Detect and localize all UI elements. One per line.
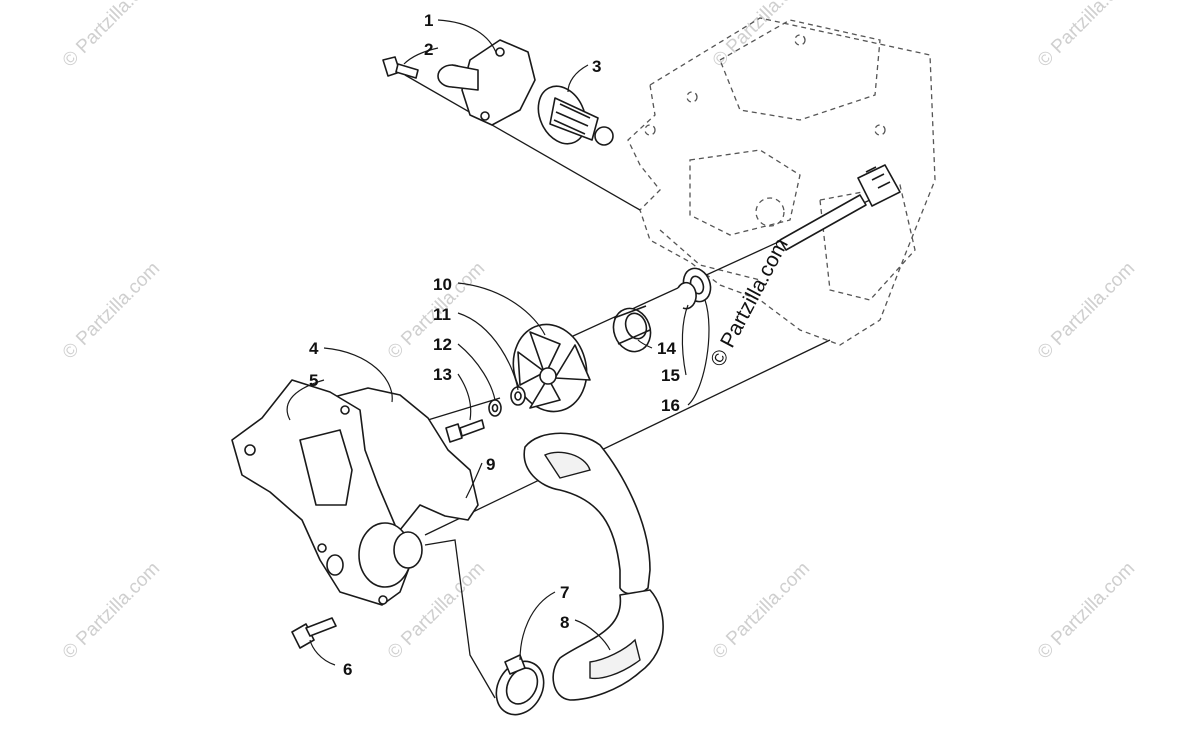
part-15-circlip <box>677 281 697 310</box>
callout-11: 11 <box>433 305 451 324</box>
part-7-hose-clamp <box>495 654 545 716</box>
callout-12: 12 <box>433 335 452 354</box>
part-10-impeller <box>512 323 591 413</box>
part-6-bolt <box>291 617 337 649</box>
watermark-layer: © Partzilla.com © Partzilla.com © Partzi… <box>59 0 1139 664</box>
watermark-text: © Partzilla.com <box>1034 258 1139 363</box>
callout-3: 3 <box>592 57 601 76</box>
part-2-bolt <box>382 56 419 79</box>
watermark-text: © Partzilla.com <box>709 558 814 663</box>
callout-16: 16 <box>661 396 680 415</box>
callout-4: 4 <box>309 339 319 358</box>
part-14-mechanical-seal <box>612 305 652 353</box>
watermark-text: © Partzilla.com <box>59 258 164 363</box>
watermark-text: © Partzilla.com <box>1034 558 1139 663</box>
watermark-text: © Partzilla.com <box>59 558 164 663</box>
part-8-upper-hose <box>523 432 651 595</box>
watermark-text: © Partzilla.com <box>1034 0 1139 72</box>
callout-8: 8 <box>560 613 569 632</box>
callout-10: 10 <box>433 275 452 294</box>
watermark-text: © Partzilla.com <box>59 0 164 72</box>
part-5-water-pump-cover <box>231 379 423 606</box>
outlet-to-clamp-leader <box>424 539 496 699</box>
callout-14: 14 <box>657 339 676 358</box>
part-13-bolt <box>445 419 485 443</box>
callout-labels: 1 2 3 4 5 6 7 8 9 10 11 12 13 14 15 16 <box>309 11 680 679</box>
part-9-gasket <box>329 387 479 541</box>
callout-5: 5 <box>309 371 318 390</box>
leader-lines <box>286 19 710 666</box>
callout-9: 9 <box>486 455 495 474</box>
part-12-washer <box>488 399 502 417</box>
callout-15: 15 <box>661 366 680 385</box>
part-8-lower-hose <box>552 589 664 701</box>
callout-7: 7 <box>560 583 569 602</box>
part-1-thermostat-housing <box>437 39 536 126</box>
water-pump-shaft <box>779 164 901 251</box>
callout-1: 1 <box>424 11 433 30</box>
callout-6: 6 <box>343 660 352 679</box>
callout-13: 13 <box>433 365 452 384</box>
part-3-thermostat <box>537 85 614 146</box>
callout-2: 2 <box>424 40 433 59</box>
